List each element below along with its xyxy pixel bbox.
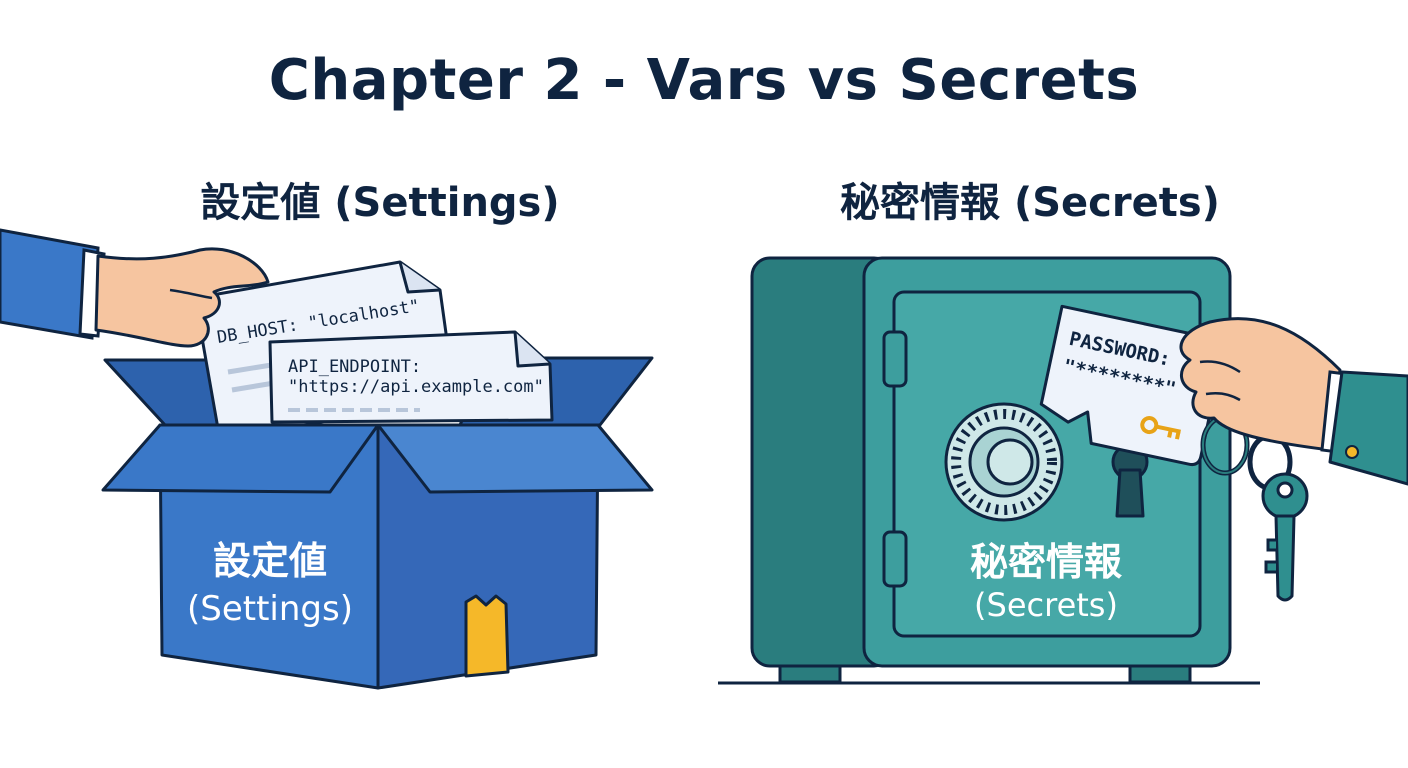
left-sleeve [0,228,100,340]
safe-label-jp: 秘密情報 [970,540,1122,584]
settings-illustration: DB_HOST: "localhost" API_ENDPOINT: "http… [0,228,654,690]
settings-heading: 設定値 (Settings) [200,180,560,226]
secrets-illustration: 秘密情報 (Secrets) PASSWORD: "********" [718,256,1408,685]
box-tape [464,594,510,678]
box-front-flap-right [376,423,654,494]
key-icon [1261,472,1309,602]
right-sleeve [1328,370,1408,486]
sleeve-button [1345,445,1359,459]
box-label-jp: 設定値 [213,539,327,583]
hinge-bottom [882,530,908,588]
hinge-top [882,330,908,388]
box-front-flap-left [101,423,380,494]
small-key-icon [1140,416,1181,440]
right-hand [1179,317,1342,452]
document-api-endpoint: API_ENDPOINT: "https://api.example.com" [268,330,554,424]
api-endpoint-key: API_ENDPOINT: [288,357,421,377]
secrets-heading: 秘密情報 (Secrets) [840,180,1220,226]
safe-label-en: (Secrets) [974,586,1118,624]
page-title: Chapter 2 - Vars vs Secrets [268,48,1140,113]
box-label-en: (Settings) [187,589,353,629]
left-hand [94,247,270,348]
password-card: PASSWORD: "********" [1039,304,1226,467]
api-endpoint-value: "https://api.example.com" [288,377,544,397]
combination-dial [944,402,1064,522]
